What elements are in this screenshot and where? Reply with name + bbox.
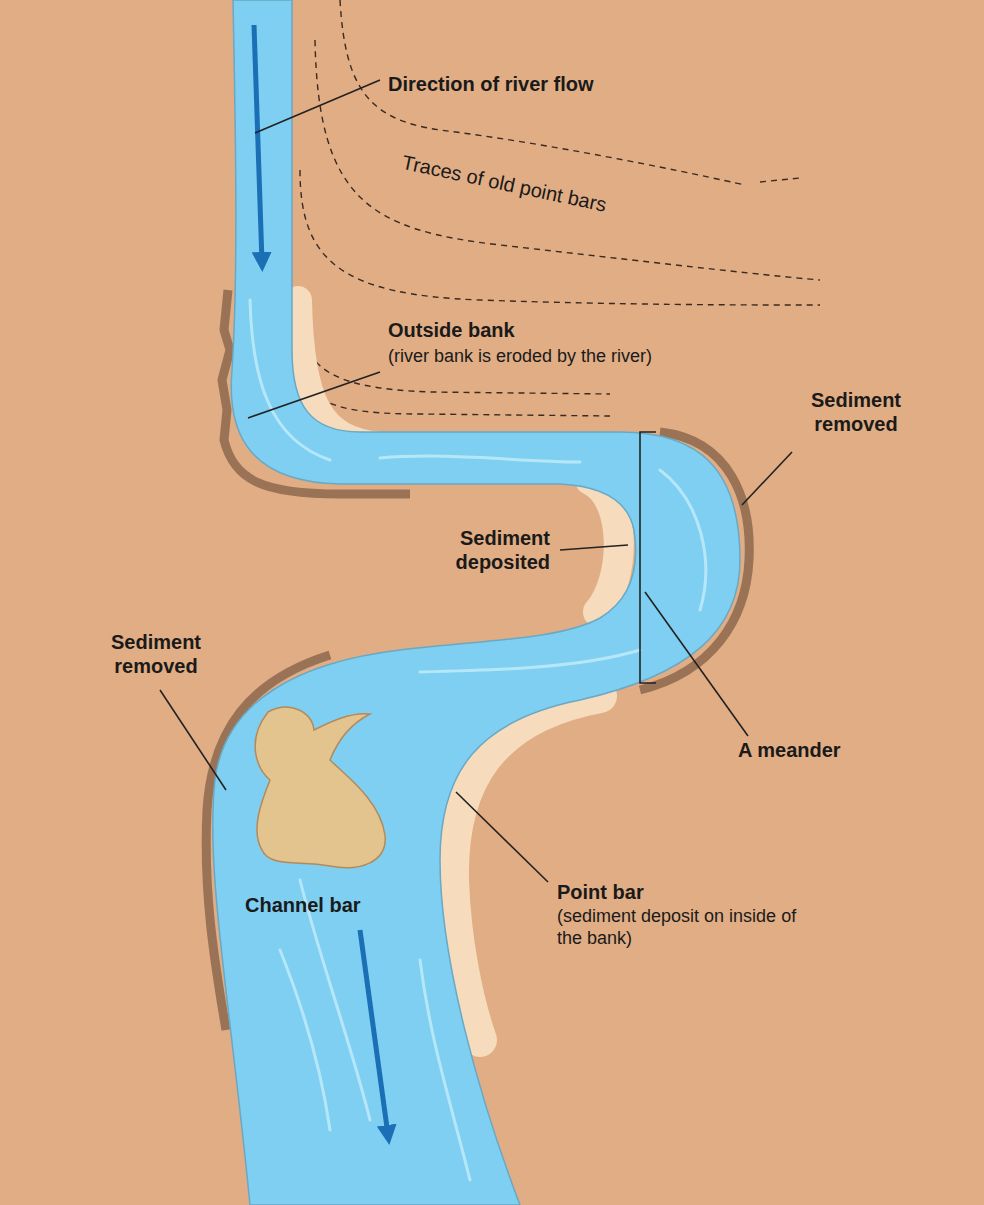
leader-lines — [160, 80, 792, 882]
channel-bar-label: Channel bar — [245, 893, 361, 917]
sediment-deposited-label: Sediment deposited — [420, 526, 550, 574]
meander-bracket — [640, 432, 656, 683]
river-channel — [213, 0, 740, 1205]
sediment-removed-label: Sediment removed — [796, 388, 916, 436]
point-bar-label: Point bar — [557, 880, 644, 904]
water-streaks — [250, 300, 706, 1180]
flow-direction-label: Direction of river flow — [388, 72, 594, 96]
outside-bank-label: Outside bank — [388, 318, 515, 342]
flow-arrows — [254, 25, 388, 1135]
channel-bar — [255, 707, 385, 868]
meander-label: A meander — [738, 738, 841, 762]
old-point-bar-traces — [298, 0, 820, 416]
outside-bank-note: (river bank is eroded by the river) — [388, 346, 652, 368]
sediment-removed-label: Sediment removed — [96, 630, 216, 678]
point-bar-note: (sediment deposit on inside of the bank) — [557, 906, 797, 949]
